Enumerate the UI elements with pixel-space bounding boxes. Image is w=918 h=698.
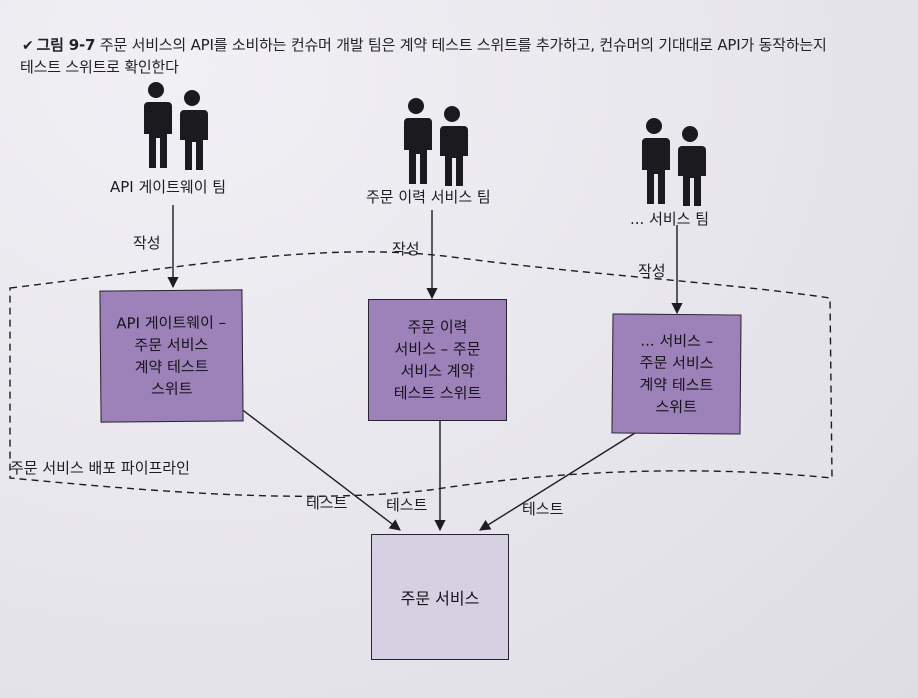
figure-number: 그림 9-7 — [36, 36, 96, 54]
test-label-1: 테스트 — [306, 494, 348, 512]
write-label-3: 작성 — [638, 262, 666, 280]
caption-line-2: 테스트 스위트로 확인한다 — [20, 58, 179, 76]
team-label-api-gateway: API 게이트웨이 팀 — [110, 178, 227, 196]
caption-line-1: 주문 서비스의 API를 소비하는 컨슈머 개발 팀은 계약 테스트 스위트를 … — [99, 36, 827, 54]
team-label-other-service: ... 서비스 팀 — [630, 210, 710, 228]
pipeline-boundary — [9, 251, 833, 497]
people-pair-icon — [642, 118, 706, 206]
contract-suite-order-history: 주문 이력 서비스 – 주문 서비스 계약 테스트 스위트 — [368, 299, 507, 421]
order-service-box: 주문 서비스 — [371, 534, 509, 660]
test-arrow-1 — [239, 407, 401, 531]
test-label-3: 테스트 — [522, 500, 564, 518]
test-arrow-3 — [479, 432, 636, 531]
people-pair-icon — [144, 82, 208, 170]
check-mark-icon: ✔ — [22, 38, 34, 54]
people-pair-icon — [404, 98, 468, 186]
figure-caption: ✔그림 9-7 주문 서비스의 API를 소비하는 컨슈머 개발 팀은 계약 테… — [20, 34, 902, 76]
pipeline-label: 주문 서비스 배포 파이프라인 — [10, 459, 190, 477]
contract-suite-other-service: ... 서비스 – 주문 서비스 계약 테스트 스위트 — [611, 313, 742, 435]
write-label-2: 작성 — [392, 240, 420, 258]
write-label-1: 작성 — [133, 234, 161, 252]
contract-suite-api-gateway: API 게이트웨이 – 주문 서비스 계약 테스트 스위트 — [99, 289, 244, 423]
team-label-order-history: 주문 이력 서비스 팀 — [366, 188, 491, 206]
order-service-label: 주문 서비스 — [400, 589, 480, 608]
test-label-2: 테스트 — [386, 496, 428, 514]
